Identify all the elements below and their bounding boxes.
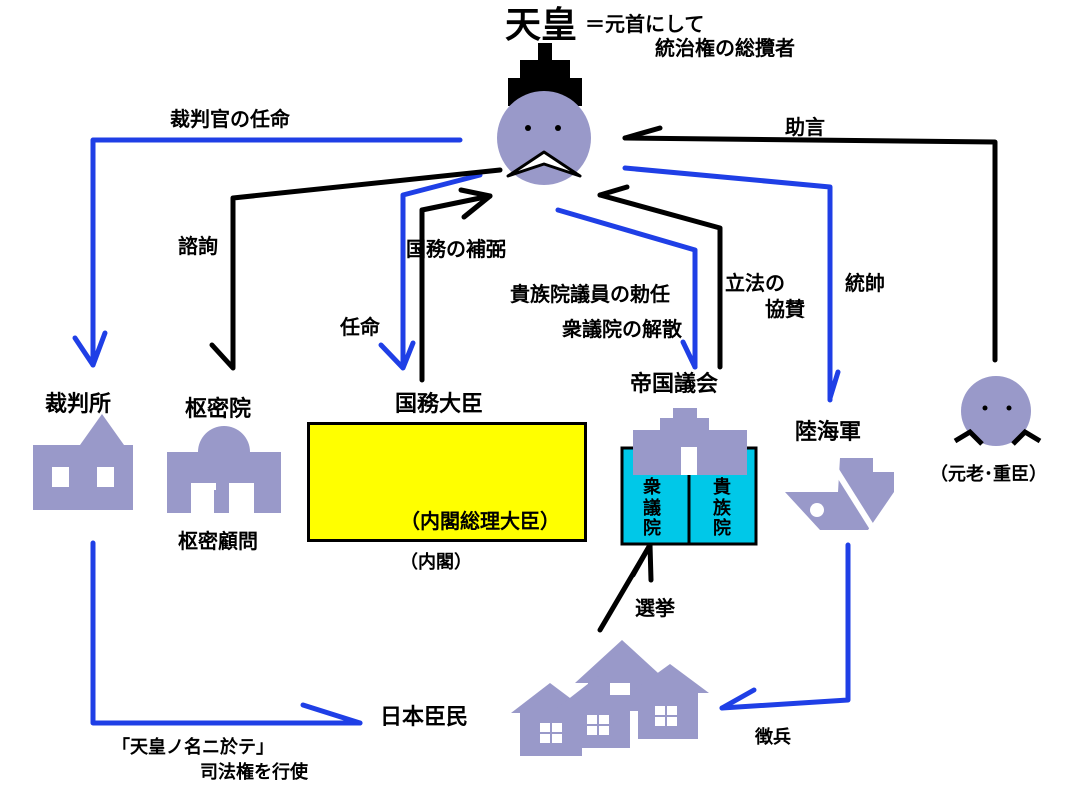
label-consultation: 諮詢	[178, 234, 218, 258]
label-peers-appointment: 貴族院議員の勅任	[510, 282, 670, 306]
label-court: 裁判所	[45, 392, 112, 417]
court-building	[33, 414, 133, 510]
arrow-consultation	[230, 167, 503, 370]
arrow-supreme-command-head	[827, 369, 841, 401]
arrow-advice-head	[622, 125, 663, 141]
elder-statesman-face	[953, 376, 1042, 446]
label-judicial-note-line1: 「天皇ノ名ニ於テ」	[112, 737, 274, 758]
label-supreme-command: 統帥	[845, 271, 885, 295]
arrow-appointment-head	[378, 340, 416, 371]
privy-council-building	[167, 426, 281, 513]
arrow-state-affairs-head	[458, 187, 493, 220]
label-house-of-representatives: 衆議院	[643, 477, 661, 540]
emperor-face	[497, 91, 591, 185]
arrow-consultation-head	[209, 342, 236, 371]
emperor-desc-line2: 統治権の総攬者	[655, 36, 795, 60]
arrow-appointment	[400, 172, 483, 368]
military-ship	[785, 458, 894, 542]
label-diet: 帝国議会	[630, 372, 719, 397]
label-privy-council: 枢密院	[185, 397, 252, 422]
label-military: 陸海軍	[795, 420, 862, 445]
label-state-affairs: 国務の補弼	[406, 237, 506, 261]
subjects-houses	[511, 640, 709, 756]
label-election: 選挙	[635, 596, 675, 620]
arrow-election-head	[630, 542, 654, 583]
label-dissolution: 衆議院の解散	[562, 317, 682, 341]
label-appointment: 任命	[340, 315, 380, 339]
emperor-figure	[497, 43, 591, 185]
label-legislation-line2: 協賛	[765, 297, 805, 321]
cabinet-box	[307, 422, 587, 542]
arrow-peers-dissolution-head	[680, 339, 698, 370]
arrow-conscription-head	[719, 687, 757, 711]
arrow-peers-dissolution	[555, 207, 698, 370]
diet-building	[620, 408, 758, 546]
label-ministers: 国務大臣	[395, 392, 484, 417]
label-conscription: 徴兵	[755, 727, 791, 748]
emperor-mustache	[506, 150, 582, 178]
label-elder-statesmen: （元老･重臣）	[930, 464, 1047, 485]
arrow-judges-appointment-head	[72, 330, 108, 368]
arrow-advice	[622, 135, 998, 363]
emperor-desc-line1: ＝元首にして	[585, 12, 705, 36]
label-judges-appointment: 裁判官の任命	[170, 107, 290, 131]
arrow-legislation-head	[597, 184, 630, 198]
label-advice: 助言	[785, 115, 825, 139]
emperor-title: 天皇	[505, 5, 578, 46]
label-cabinet: （内閣）	[400, 552, 472, 573]
arrow-court-subjects	[90, 540, 363, 726]
label-prime-minister: （内閣総理大臣）	[400, 509, 560, 533]
label-subjects: 日本臣民	[380, 705, 469, 730]
blue-connectors	[72, 137, 851, 726]
emperor-eye-right	[555, 125, 561, 131]
label-privy-councilors: 枢密顧問	[178, 529, 258, 553]
arrow-state-affairs	[419, 193, 493, 383]
black-connectors	[209, 125, 998, 633]
arrow-legislation	[597, 192, 723, 370]
arrow-judges-appointment	[90, 137, 463, 368]
arrow-conscription	[719, 542, 851, 711]
crown-middle	[520, 60, 570, 80]
label-house-of-peers: 貴族院	[713, 477, 731, 540]
emperor-eye-left	[525, 125, 531, 131]
label-legislation-line1: 立法の	[725, 271, 785, 295]
arrow-court-subjects-head	[300, 702, 363, 726]
arrow-supreme-command	[622, 165, 833, 403]
label-judicial-note-line2: 司法権を行使	[200, 762, 308, 783]
crown-top	[538, 43, 552, 63]
